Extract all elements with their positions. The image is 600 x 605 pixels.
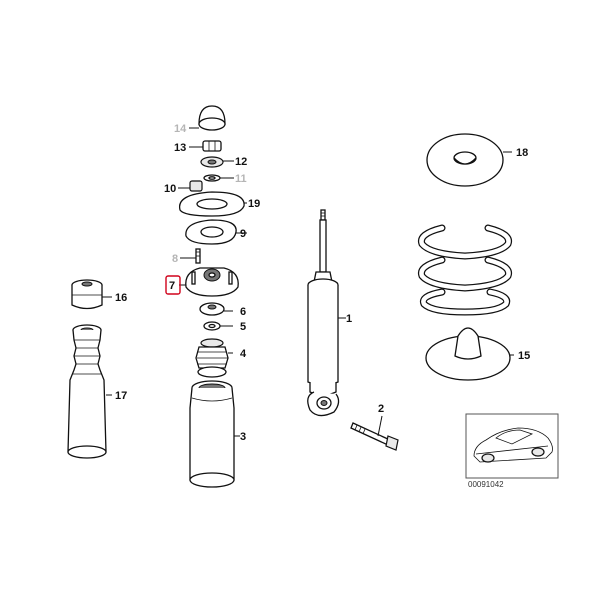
callout-14: 14 xyxy=(174,123,187,135)
callout-16: 16 xyxy=(115,292,127,304)
callout-9: 9 xyxy=(240,228,246,240)
part-9-gasket: 9 xyxy=(185,219,247,245)
part-4-bump-stop: 4 xyxy=(195,338,247,378)
callout-18: 18 xyxy=(516,147,528,159)
part-7-top-mount: 7 xyxy=(165,267,239,297)
part-17-protective-boot: 17 xyxy=(67,324,127,459)
part-13-nut: 13 xyxy=(174,140,222,154)
part-12-bushing: 12 xyxy=(200,156,247,168)
callout-11: 11 xyxy=(235,173,247,185)
part-3-dust-boot: 3 xyxy=(189,380,246,488)
part-2-bolt: 2 xyxy=(350,403,399,451)
highlight-box xyxy=(165,275,181,295)
reference-number: 00091042 xyxy=(468,480,504,489)
callout-15: 15 xyxy=(518,350,530,362)
callout-8: 8 xyxy=(172,253,178,265)
callout-13: 13 xyxy=(174,142,186,154)
part-10-nut: 10 xyxy=(164,180,203,195)
callout-6: 6 xyxy=(240,306,246,318)
part-14-cap: 14 xyxy=(174,105,226,135)
callout-4: 4 xyxy=(240,348,247,360)
part-11-washer: 11 xyxy=(203,173,247,185)
part-18-upper-spring-pad: 18 xyxy=(426,133,528,187)
callout-2: 2 xyxy=(378,403,384,415)
part-6-washer: 6 xyxy=(199,302,246,318)
part-8-stud: 8 xyxy=(172,248,201,265)
part-19-plate: 19 xyxy=(178,191,260,217)
coil-spring xyxy=(417,197,513,316)
vehicle-thumbnail: 00091042 xyxy=(465,413,559,489)
callout-19: 19 xyxy=(248,198,260,210)
part-5-ring: 5 xyxy=(203,321,246,333)
callout-7[interactable]: 7 xyxy=(169,280,175,292)
callout-12: 12 xyxy=(235,156,247,168)
part-1-shock-absorber: 1 xyxy=(307,209,352,417)
part-16-bump-stop: 16 xyxy=(71,279,127,310)
callout-3: 3 xyxy=(240,431,246,443)
callout-5: 5 xyxy=(240,321,246,333)
callout-10: 10 xyxy=(164,183,176,195)
callout-1: 1 xyxy=(346,313,352,325)
callout-17: 17 xyxy=(115,390,127,402)
part-15-lower-spring-pad: 15 xyxy=(425,327,530,381)
